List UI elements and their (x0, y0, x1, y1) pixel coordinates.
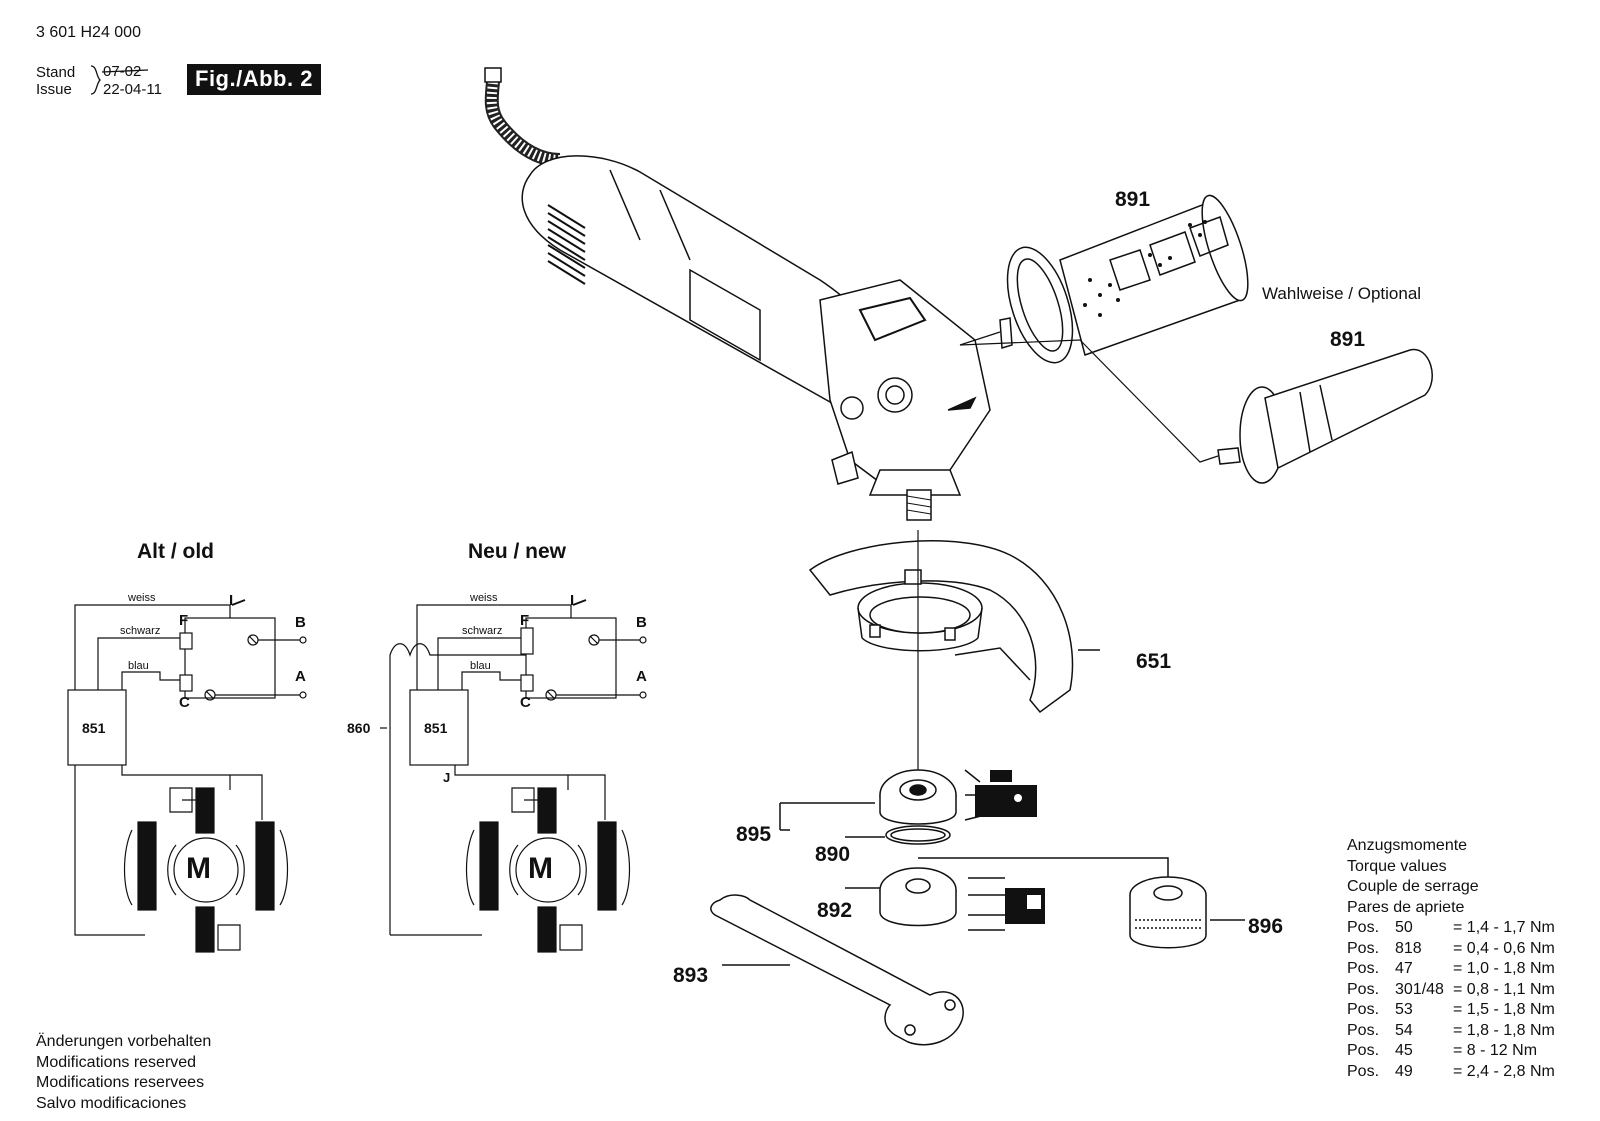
optional-label: Wahlweise / Optional (1262, 284, 1422, 303)
torque-value: = 2,4 - 2,8 Nm (1453, 1062, 1555, 1080)
terminal-b-old: B (295, 614, 306, 631)
torque-pos: Pos. (1347, 1042, 1380, 1059)
terminal-f-new: F (520, 612, 530, 629)
table-row: Pos. 50 = 1,4 - 1,7 Nm (1347, 918, 1559, 939)
motor-old: M (186, 852, 211, 885)
part-651: 651 (1136, 650, 1172, 673)
terminal-a-new: A (636, 668, 647, 685)
part-893: 893 (673, 964, 709, 987)
wire-weiss-old: weiss (128, 592, 156, 604)
torque-pos: Pos. (1347, 939, 1380, 957)
torque-num: 45 (1395, 1042, 1413, 1059)
terminal-j-new: J (443, 770, 451, 785)
torque-num: 49 (1395, 1062, 1413, 1080)
nut-892-section (968, 877, 1045, 931)
table-row: Pos. 49 = 2,4 - 2,8 Nm (1347, 1062, 1559, 1083)
issue-date: 22-04-11 (103, 81, 162, 98)
wiring-new-title: Neu / new (468, 540, 567, 563)
terminal-f-old: F (179, 612, 189, 629)
wiring-diagram-old (67, 599, 307, 953)
part-896: 896 (1248, 915, 1284, 938)
torque-value: = 0,4 - 0,6 Nm (1453, 939, 1555, 957)
figure-label: Fig./Abb. 2 (187, 64, 321, 95)
terminal-b-new: B (636, 614, 647, 631)
clamping-nut-892 (879, 867, 957, 927)
torque-values-block: Anzugsmomente Torque values Couple de se… (1347, 836, 1559, 1082)
part-895: 895 (736, 823, 772, 846)
torque-num: 818 (1395, 939, 1422, 957)
wire-weiss-new: weiss (470, 592, 498, 604)
terminal-a-old: A (295, 668, 306, 685)
table-row: Pos. 47 = 1,0 - 1,8 Nm (1347, 959, 1559, 980)
mounting-flange-895 (879, 769, 957, 825)
wire-schwarz-new: schwarz (462, 625, 503, 637)
wire-schwarz-old: schwarz (120, 625, 161, 637)
o-ring-890 (885, 825, 951, 845)
wheel-guard-651 (808, 540, 1074, 714)
torque-heading: Pares de apriete (1347, 898, 1465, 916)
table-row: Pos. 53 = 1,5 - 1,8 Nm (1347, 1000, 1559, 1021)
torque-num: 54 (1395, 1021, 1413, 1039)
torque-value: = 0,8 - 1,1 Nm (1453, 980, 1555, 998)
torque-heading: Couple de serrage (1347, 878, 1479, 895)
torque-value: = 8 - 12 Nm (1453, 1042, 1538, 1059)
torque-num: 301/48 (1395, 980, 1444, 998)
table-row: Pos. 818 = 0,4 - 0,6 Nm (1347, 939, 1559, 960)
torque-table: Pos. 50 = 1,4 - 1,7 Nm Pos. 818 = 0,4 - 0,6 … (1347, 918, 1559, 1082)
table-row: Pos. 301/48 = 0,8 - 1,1 Nm (1347, 980, 1559, 1001)
document-number: 3 601 H24 000 (36, 24, 141, 41)
terminal-i-old: I (229, 592, 234, 609)
ref-860: 860 (347, 720, 371, 736)
torque-pos: Pos. (1347, 919, 1380, 936)
torque-heading: Anzugsmomente (1347, 837, 1468, 854)
part-891-vibration-handle: 891 (1115, 188, 1151, 211)
torque-num: 53 (1395, 1001, 1413, 1018)
modifications-line: Modifications reservees (36, 1074, 205, 1091)
modifications-line: Salvo modificaciones (36, 1094, 187, 1112)
torque-heading: Torque values (1347, 857, 1447, 875)
power-cord (484, 67, 561, 167)
issue-label: Issue (36, 81, 72, 98)
torque-value: = 1,0 - 1,8 Nm (1453, 960, 1555, 977)
quick-clamp-nut-896 (1129, 876, 1207, 949)
terminal-c-old: C (179, 694, 190, 711)
part-891-standard-handle: 891 (1330, 328, 1366, 351)
torque-pos: Pos. (1347, 1062, 1380, 1080)
terminal-i-new: I (570, 592, 575, 609)
motor-new: M (528, 852, 553, 885)
stand-date: 07-02 (103, 63, 142, 80)
torque-value: = 1,4 - 1,7 Nm (1453, 919, 1555, 936)
torque-value: = 1,8 - 1,8 Nm (1453, 1021, 1555, 1039)
table-row: Pos. 45 = 8 - 12 Nm (1347, 1041, 1559, 1062)
modifications-note: Änderungen vorbehalten Modifications res… (36, 1032, 211, 1114)
torque-pos: Pos. (1347, 960, 1380, 977)
strike-through-line (101, 69, 149, 73)
wire-blau-new: blau (470, 660, 491, 672)
wiring-old-title: Alt / old (137, 540, 214, 563)
torque-num: 47 (1395, 960, 1413, 977)
wiring-diagram-new (380, 599, 647, 953)
torque-pos: Pos. (1347, 980, 1380, 998)
torque-pos: Pos. (1347, 1021, 1380, 1039)
wire-blau-old: blau (128, 660, 149, 672)
torque-num: 50 (1395, 919, 1413, 936)
block-851-old: 851 (82, 720, 106, 736)
pin-spanner-893 (710, 894, 964, 1046)
angle-grinder-body (521, 155, 991, 521)
auxiliary-handle-891-vibration (999, 194, 1249, 364)
table-row: Pos. 54 = 1,8 - 1,8 Nm (1347, 1021, 1559, 1042)
flange-895-section (964, 769, 1037, 821)
torque-value: = 1,5 - 1,8 Nm (1453, 1001, 1555, 1018)
part-890: 890 (815, 843, 851, 866)
auxiliary-handle-891-standard (1217, 348, 1433, 484)
modifications-line: Modifications reserved (36, 1053, 197, 1071)
torque-pos: Pos. (1347, 1001, 1380, 1018)
stand-label: Stand (36, 64, 76, 81)
modifications-line: Änderungen vorbehalten (36, 1033, 212, 1050)
part-892: 892 (817, 899, 853, 922)
terminal-c-new: C (520, 694, 531, 711)
block-851-new: 851 (424, 720, 448, 736)
